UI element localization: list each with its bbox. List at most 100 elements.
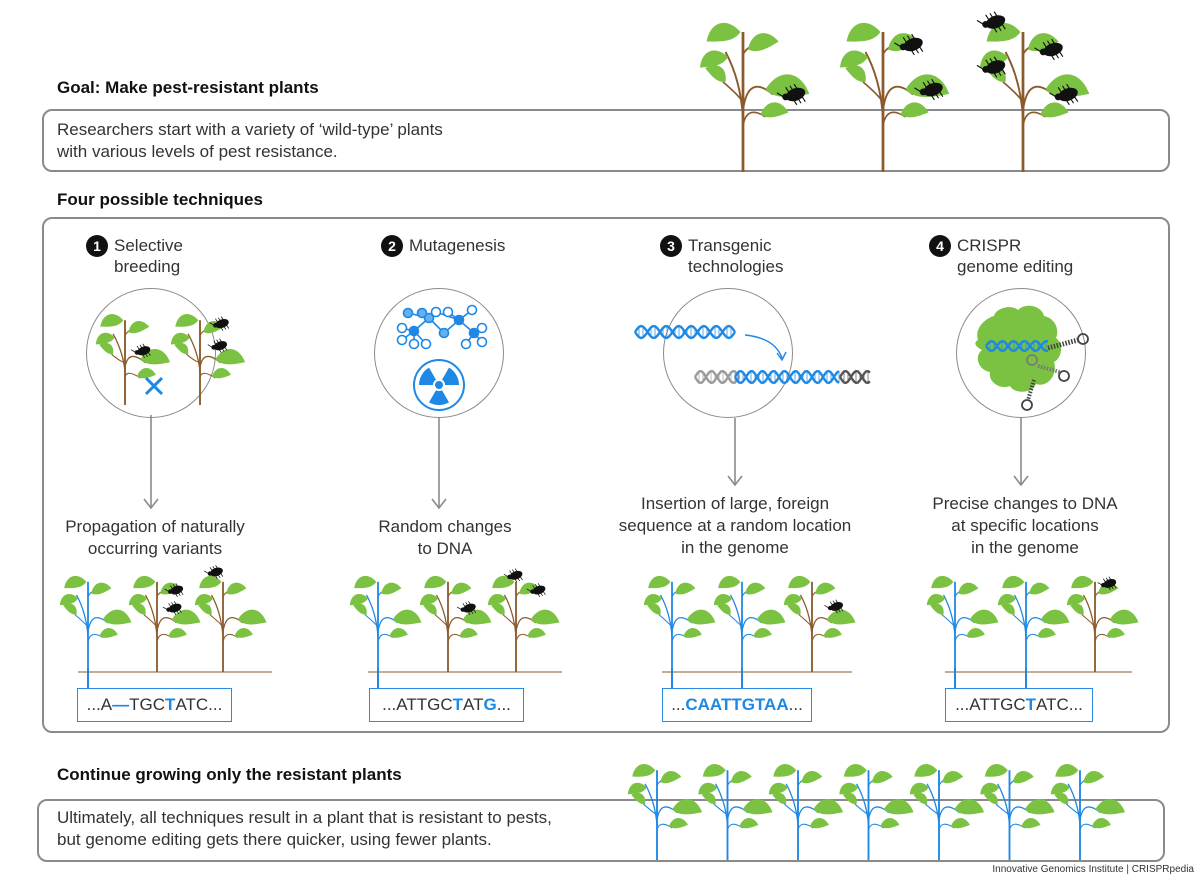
leaf: [59, 593, 79, 606]
technique-2-circle: [374, 288, 504, 418]
leaf: [958, 582, 979, 595]
wild-type-plant: [419, 575, 492, 672]
wild-type-plant: [487, 568, 560, 672]
wild-type-plant: [128, 575, 201, 672]
technique-4-title-line1: CRISPR: [957, 236, 1022, 255]
leaf: [63, 603, 77, 615]
leaf: [1091, 818, 1111, 829]
leaf: [1040, 609, 1070, 625]
seq-2-post: ...: [496, 695, 511, 714]
pest-icon: [204, 565, 224, 579]
leaf: [643, 593, 663, 606]
technique-4-sequence: ...ATTGCTATC...: [945, 688, 1093, 722]
leaf: [128, 321, 150, 334]
leaf: [969, 609, 999, 625]
resistant-plant: [643, 575, 716, 672]
wild-type-plant: [170, 314, 246, 405]
pest-icon: [914, 78, 944, 101]
leaf: [950, 818, 970, 829]
leaf: [487, 593, 507, 606]
technique-4-result-line2: at specific locations: [951, 516, 1099, 535]
leaf: [1029, 582, 1050, 595]
resistant-plant: [698, 764, 773, 860]
guide-rna-icon: [1021, 333, 1089, 411]
leaf: [701, 792, 716, 805]
step-number-4: 4: [929, 235, 951, 257]
leaf: [686, 609, 716, 625]
seq-1-mid: TGC: [129, 695, 166, 714]
leaf: [631, 792, 646, 805]
leaf: [926, 593, 946, 606]
leaf: [760, 102, 789, 118]
leaf: [880, 818, 900, 829]
leaf: [1002, 575, 1025, 589]
technique-1-sequence: ...A—TGCTATC...: [77, 688, 232, 722]
pest-icon: [1097, 576, 1117, 591]
leaf: [1001, 603, 1015, 615]
technique-3-result-line1: Insertion of large, foreign: [640, 494, 830, 513]
pest-icon: [503, 568, 523, 583]
leaf: [211, 368, 231, 379]
wild-type-plant: [783, 575, 856, 672]
leaf: [745, 582, 766, 595]
leaf: [672, 799, 703, 815]
leaf: [826, 609, 856, 625]
leaf: [1071, 575, 1094, 589]
leaf: [846, 22, 881, 42]
resistant-plant: [909, 764, 985, 860]
resistant-plants-row: [627, 764, 1126, 860]
leaf: [730, 771, 752, 784]
techniques-box: [42, 217, 1170, 733]
leaf: [783, 593, 803, 606]
leaf: [423, 603, 437, 615]
leaf: [1012, 771, 1034, 784]
chemical-and-radiation-icon: [396, 304, 488, 411]
leaf: [713, 593, 733, 606]
technique-4-result-line3: in the genome: [971, 538, 1079, 557]
seq-2-mid: AT: [463, 695, 484, 714]
technique-3-result: Insertion of large, foreign sequence at …: [600, 493, 870, 559]
leaf: [128, 593, 148, 606]
leaf: [199, 575, 222, 589]
wild-type-plant: [976, 11, 1090, 172]
pest-icon: [207, 338, 228, 353]
resistant-plant: [768, 764, 844, 860]
pest-icon: [164, 583, 184, 597]
continue-text-line1: Ultimately, all techniques result in a p…: [57, 808, 552, 827]
step-number-2: 2: [381, 235, 403, 257]
leaf: [1028, 33, 1059, 52]
technique-3-circle: [663, 288, 793, 418]
pest-icon: [824, 599, 844, 614]
leaf: [99, 342, 114, 355]
leaf: [931, 575, 954, 589]
cross-icon: [144, 376, 164, 396]
leaf: [168, 628, 187, 638]
leaf: [354, 575, 377, 589]
leaf: [718, 575, 741, 589]
leaf: [648, 575, 671, 589]
technique-3-sequence: ...CAATTGTAA...: [662, 688, 812, 722]
leaf: [215, 349, 246, 365]
leaf: [226, 582, 247, 595]
technique-1-result-line1: Propagation of naturally: [65, 517, 245, 536]
leaf: [742, 799, 773, 815]
step-number-3: 3: [660, 235, 682, 257]
down-arrows: [143, 415, 1029, 510]
leaf: [198, 603, 212, 615]
leaf: [980, 782, 1000, 795]
leaf: [914, 764, 938, 777]
techniques-heading: Four possible techniques: [57, 190, 263, 209]
technique-1-result-line2: occurring variants: [87, 539, 223, 558]
leaf: [954, 799, 985, 815]
technique-4-result: Precise changes to DNA at specific locat…: [900, 493, 1150, 559]
leaf: [871, 771, 893, 784]
leaf: [132, 603, 146, 615]
leaf: [984, 764, 1008, 777]
resistant-plant: [59, 575, 132, 672]
leaf: [389, 628, 408, 638]
leaf: [930, 603, 944, 615]
pest-icon: [1049, 83, 1079, 106]
seq-1-deletion: —: [112, 695, 130, 714]
down-arrow-2: [431, 418, 447, 510]
